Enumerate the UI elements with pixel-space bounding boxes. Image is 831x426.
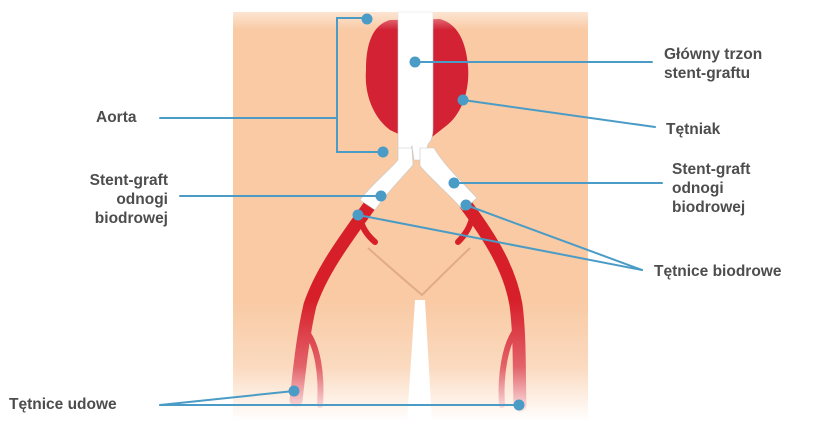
label-limb-right-line1: Stent-graft	[672, 160, 750, 179]
label-aorta: Aorta	[96, 108, 136, 127]
label-iliac-arteries: Tętnice biodrowe	[654, 262, 781, 281]
dot-aorta-lower	[378, 147, 389, 158]
label-main-body: Główny trzon stent-graftu	[664, 45, 762, 83]
dot-aorta-top	[362, 14, 373, 25]
label-aneurysm: Tętniak	[666, 120, 720, 139]
label-limb-right-line2: odnogi	[672, 179, 750, 198]
label-limb-left: Stent-graft odnogi biodrowej	[28, 171, 168, 228]
label-femoral-arteries: Tętnice udowe	[9, 395, 117, 414]
dot-limb-left	[376, 191, 387, 202]
label-limb-left-line3: biodrowej	[28, 209, 168, 228]
dot-femoral-left	[289, 386, 300, 397]
dot-femoral-right	[514, 400, 525, 411]
stent-main-body	[398, 12, 433, 160]
dot-iliac-right	[461, 200, 472, 211]
dot-aneurysm	[458, 95, 469, 106]
dot-limb-right	[449, 178, 460, 189]
label-limb-right: Stent-graft odnogi biodrowej	[672, 160, 750, 217]
label-main-body-line1: Główny trzon	[664, 45, 762, 64]
dot-iliac-left	[353, 210, 364, 221]
label-limb-right-line3: biodrowej	[672, 198, 750, 217]
label-main-body-line2: stent-graftu	[664, 64, 762, 83]
label-limb-left-line2: odnogi	[28, 190, 168, 209]
dot-main-body	[410, 57, 421, 68]
label-limb-left-line1: Stent-graft	[28, 171, 168, 190]
